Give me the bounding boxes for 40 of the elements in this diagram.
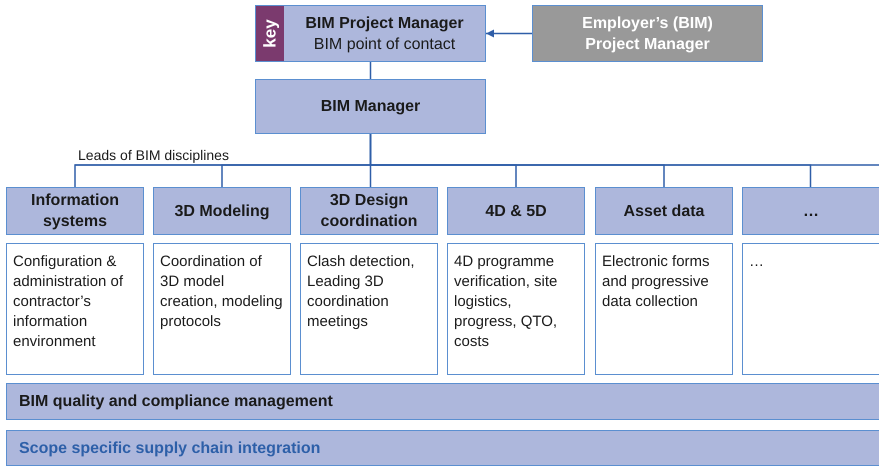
bus-label: Leads of BIM disciplines (78, 147, 229, 163)
connector-line (370, 62, 372, 79)
discipline-box (153, 187, 291, 235)
band-title: BIM quality and compliance management (19, 392, 333, 412)
description-box (447, 243, 585, 375)
description-box (595, 243, 733, 375)
discipline-description: Clash detection, Leading 3D coordination meetings (307, 252, 416, 332)
discipline-title: … (803, 202, 819, 222)
discipline-box (447, 187, 585, 235)
role-title: Employer’s (BIM) Project Manager (581, 14, 714, 54)
description-box (300, 243, 438, 375)
description-box (742, 243, 879, 375)
discipline-description: Coordination of 3D model creation, modeling protocols (160, 252, 284, 332)
arrow (486, 30, 532, 38)
discipline-box (300, 187, 438, 235)
role-title: BIM Manager (320, 97, 420, 117)
role-box (532, 5, 763, 62)
discipline-title: Information systems (30, 191, 120, 232)
discipline-title: 3D Design coordination (320, 191, 418, 232)
role-box (255, 79, 486, 134)
discipline-description: Configuration & administration of contractor’s information environment (13, 252, 124, 352)
band-bar (6, 383, 879, 420)
discipline-description: 4D programme verification, site logistics, progress, QTO, costs (454, 252, 558, 352)
discipline-description: Electronic forms and progressive data collection (602, 252, 711, 312)
discipline-box (595, 187, 733, 235)
role-box (255, 5, 486, 62)
band-bar (6, 430, 879, 466)
discipline-description: … (749, 252, 764, 272)
discipline-title: 3D Modeling (174, 202, 270, 222)
key-label: key (260, 19, 280, 48)
band-title: Scope specific supply chain integration (19, 438, 320, 458)
description-box (153, 243, 291, 375)
discipline-box (742, 187, 879, 235)
description-box (6, 243, 144, 375)
role-subtitle: BIM point of contact (314, 34, 456, 54)
discipline-title: Asset data (624, 202, 704, 222)
discipline-box (6, 187, 144, 235)
discipline-title: 4D & 5D (485, 202, 547, 222)
role-title: BIM Project Manager (305, 14, 464, 34)
key-tab (256, 6, 284, 61)
